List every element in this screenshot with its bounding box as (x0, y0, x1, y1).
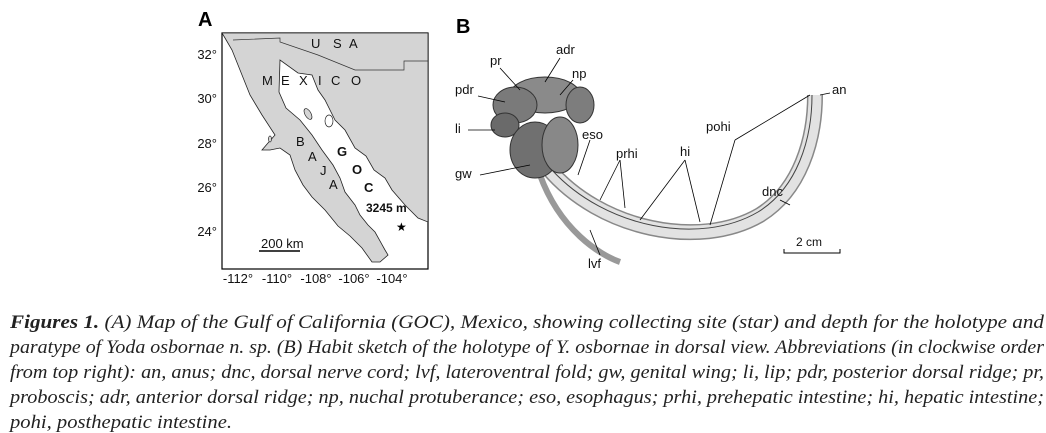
label-li: li (455, 121, 461, 136)
star-icon: ★ (396, 220, 407, 234)
label-usa-s: S (333, 36, 342, 51)
lon-tick: -110° (262, 271, 292, 286)
label-goc: C (364, 180, 374, 195)
scale-bar (783, 249, 841, 254)
label-an: an (832, 82, 846, 97)
label-mexico: I (318, 73, 322, 88)
panel-b-sketch: B pr adr np pdr li gw eso (455, 16, 846, 271)
label-lvf: lvf (588, 256, 601, 271)
lat-tick: 30° (197, 91, 217, 106)
island (303, 108, 313, 120)
label-mexico: X (299, 73, 308, 88)
label-pohi: pohi (706, 119, 731, 134)
border-line (232, 37, 428, 71)
lat-tick: 26° (197, 180, 217, 195)
lat-tick: 28° (197, 136, 217, 151)
label-usa-a: A (349, 36, 358, 51)
label-baja: B (296, 134, 305, 149)
label-prhi: prhi (616, 146, 638, 161)
scale-label: 200 km (261, 236, 304, 251)
land-mainland (222, 33, 428, 263)
label-hi: hi (680, 144, 690, 159)
label-gw: gw (455, 166, 472, 181)
nerve-cord (551, 94, 813, 230)
label-mexico: C (331, 73, 340, 88)
lon-tick: -104° (376, 271, 407, 286)
caption-line: proboscis; adr, anterior dorsal ridge; n… (8, 387, 1044, 408)
label-eso: eso (582, 127, 603, 142)
lat-tick: 32° (197, 47, 217, 62)
lateroventral-fold (537, 173, 622, 265)
caption-line: from top right): an, anus; dnc, dorsal n… (10, 362, 1044, 383)
label-goc: O (352, 162, 362, 177)
head (490, 76, 595, 179)
caption-line: Figures 1. (A) Map of the Gulf of Califo… (9, 312, 1045, 333)
label-pr: pr (490, 53, 502, 68)
lon-tick: -108° (300, 271, 331, 286)
panel-a-map: A U S A M E X I C O B A J A G O C 3245 (197, 9, 429, 286)
trunk-fill (543, 94, 822, 239)
label-pdr: pdr (455, 82, 474, 97)
lon-tick: -112° (223, 271, 253, 286)
lat-tick: 24° (197, 224, 217, 239)
label-adr: adr (556, 42, 575, 57)
label-baja: J (320, 163, 327, 178)
label-baja: A (308, 149, 317, 164)
label-np: np (572, 66, 586, 81)
caption-prefix: Figures 1. (9, 312, 99, 333)
caption-text: (A) Map of the Gulf of California (GOC),… (99, 312, 1044, 333)
label-dnc: dnc (762, 184, 783, 199)
caption-line: pohi, posthepatic intestine. (8, 412, 232, 433)
depth-label: 3245 m (366, 201, 407, 215)
label-goc: G (337, 144, 347, 159)
scale-label: 2 cm (796, 235, 822, 249)
island (268, 135, 272, 143)
label-mexico: O (351, 73, 361, 88)
panel-a-label: A (198, 9, 212, 31)
label-mexico: E (281, 73, 290, 88)
panel-b-label: B (456, 16, 470, 38)
lon-tick: -106° (338, 271, 369, 286)
figure-caption: Figures 1. (A) Map of the Gulf of Califo… (8, 312, 1045, 433)
leader-lines (468, 57, 831, 256)
label-baja: A (329, 177, 338, 192)
label-mexico: M (262, 73, 273, 88)
caption-line: paratype of Yoda osbornae n. sp. (B) Hab… (8, 337, 1045, 358)
label-usa-u: U (311, 36, 320, 51)
island (324, 114, 334, 128)
